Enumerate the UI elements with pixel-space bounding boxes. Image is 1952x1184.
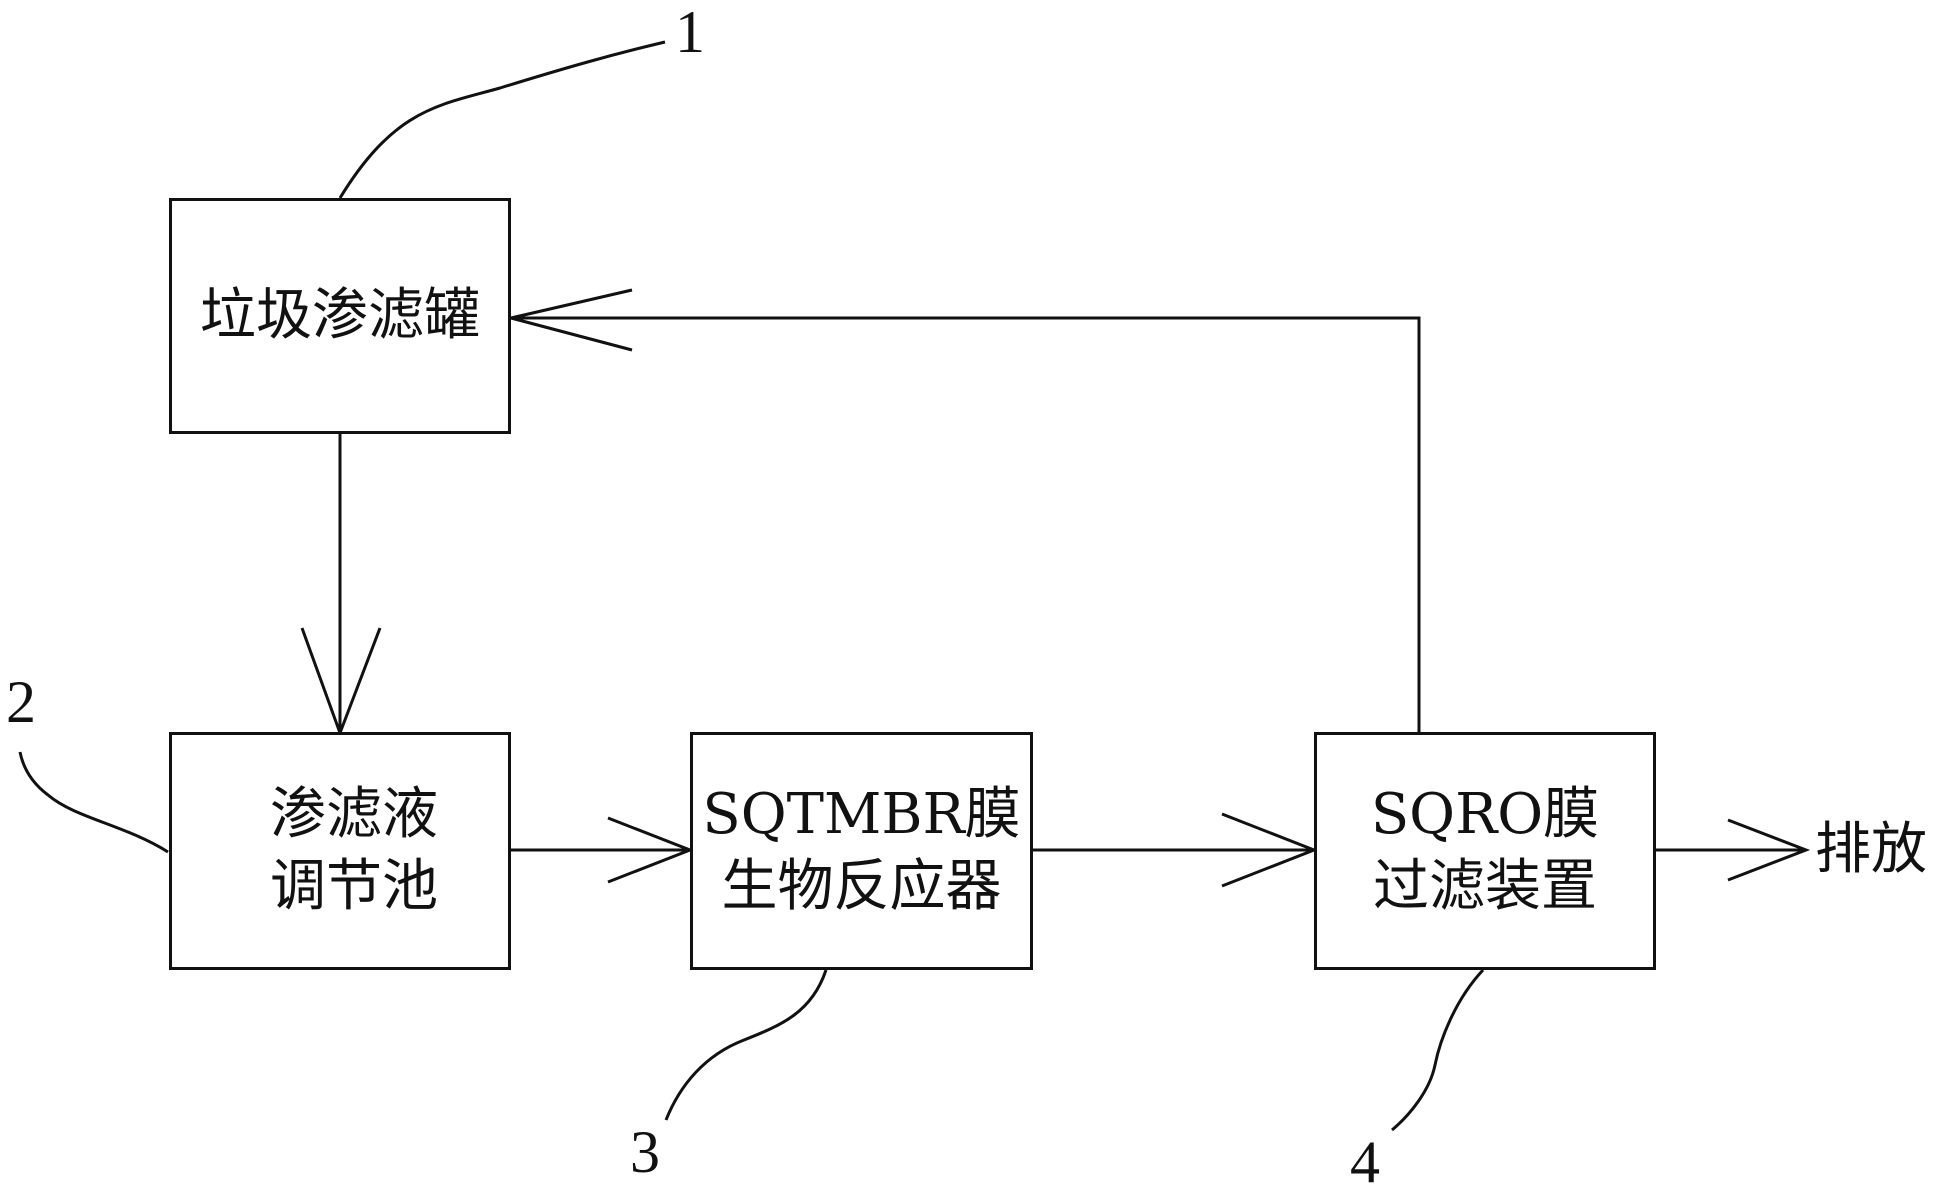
callout-leader-1 — [338, 40, 666, 199]
garbage-leachate-tank-box: 垃圾渗滤罐 — [169, 198, 511, 434]
node-label-line-1: SQTMBR膜 — [702, 782, 1021, 848]
arrowhead-left-tank — [510, 288, 633, 352]
arrowhead-right-outlet — [1727, 818, 1811, 882]
callout-number-4: 4 — [1350, 1129, 1380, 1184]
callout-number-2: 2 — [6, 669, 36, 735]
leachate-regulating-pool-box: 渗滤液 调节池 — [169, 732, 511, 970]
node-label-line-1: 渗滤液 — [270, 782, 438, 848]
callout-leader-4 — [1391, 968, 1485, 1132]
callout-leader-3 — [664, 969, 828, 1121]
callout-leader-2 — [18, 751, 169, 854]
edge-filter-to-tank — [511, 316, 1421, 732]
node-label-line-2: 调节池 — [270, 854, 438, 919]
sqtmbr-membrane-bioreactor-box: SQTMBR膜 生物反应器 — [690, 732, 1033, 970]
discharge-label: 排放 — [1815, 817, 1927, 882]
callout-number-1: 1 — [675, 0, 705, 65]
node-label-line-2: 生物反应器 — [721, 854, 1002, 919]
node-label-line-1: SQRO膜 — [1370, 782, 1600, 848]
callout-number-3: 3 — [630, 1119, 660, 1184]
node-label-line-2: 过滤装置 — [1373, 854, 1597, 919]
node-label: 垃圾渗滤罐 — [200, 283, 480, 349]
sqro-membrane-filter-box: SQRO膜 过滤装置 — [1314, 732, 1656, 970]
